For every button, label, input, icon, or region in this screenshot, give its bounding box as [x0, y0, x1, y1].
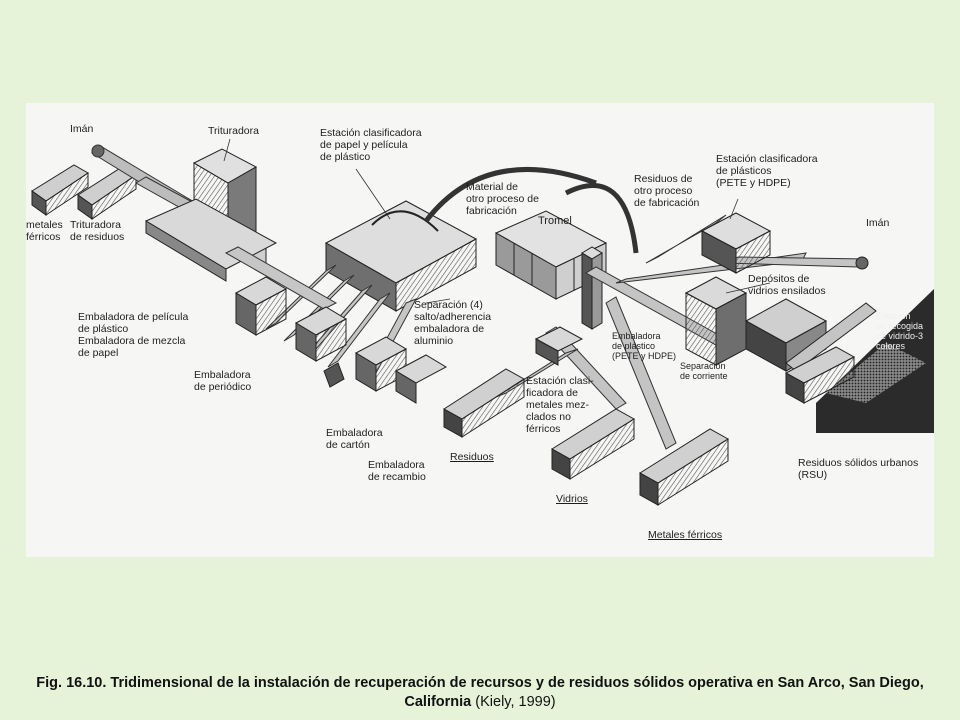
glass-collection-area: [816, 289, 934, 433]
label-estacion-recogida: Estación de recogida de vidrido-3 colore…: [876, 311, 924, 351]
label-separacion-salto: Separación (4) salto/adherencia embalado…: [414, 299, 492, 347]
plastics-sorting-station: [700, 212, 772, 274]
truck-left-2: [77, 166, 137, 220]
truck-residuos: [443, 368, 525, 438]
leader-lines: [223, 138, 771, 304]
label-embaladora-pelicula: Embaladora de película de plástico Embal…: [78, 311, 189, 359]
caption-main: Fig. 16.10. Tridimensional de la instala…: [36, 675, 924, 710]
plant-drawing: [31, 138, 934, 506]
truck-left-1: [31, 164, 89, 216]
label-material-otro-proceso: Material de otro proceso de fabricación: [466, 181, 539, 217]
label-embaladora-periodico: Embaladora de periódico: [194, 369, 252, 393]
overhead-conveyor: [424, 166, 639, 254]
label-tromel: Tromel: [538, 215, 572, 227]
label-residuos-rsu: Residuos sólidos urbanos (RSU): [798, 457, 919, 481]
truck-vidrios: [551, 408, 635, 480]
label-estacion-plasticos: Estación clasificadora de plásticos (PET…: [716, 153, 818, 189]
label-residuos: Residuos: [450, 451, 494, 463]
baler-group: [234, 276, 448, 404]
central-column: [581, 246, 603, 330]
truck-rsu: [784, 346, 856, 404]
label-metales-ferricos-bottom: Metales férricos: [648, 529, 723, 541]
label-embaladora-pete: Embaladora de plástico (PETE y HDPE): [612, 331, 677, 361]
label-iman-right: Imán: [866, 217, 890, 229]
label-trituradora-residuos: Trituradora de residuos: [70, 219, 125, 243]
label-iman-left: Imán: [70, 123, 94, 135]
metals-sorting-station: [534, 326, 584, 366]
label-residuos-otro-proceso: Residuos de otro proceso de fabricación: [634, 173, 700, 209]
caption-citation: (Kiely, 1999): [475, 694, 556, 710]
truck-metales: [639, 428, 729, 506]
figure-caption: Fig. 16.10. Tridimensional de la instala…: [10, 674, 950, 712]
label-estacion-metales: Estación clasi- ficadora de metales mez-…: [526, 375, 594, 435]
label-trituradora: Trituradora: [208, 125, 259, 137]
plant-illustration: Imán metales férricos Trituradora de res…: [26, 103, 934, 557]
label-vidrios: Vidrios: [556, 493, 588, 505]
magnet-right: [785, 256, 877, 372]
label-depositos-vidrios: Depósitos de vidrios ensilados: [748, 273, 826, 297]
paper-sorting-station: [324, 200, 478, 312]
label-metales-ferricos-left: metales férricos: [26, 219, 63, 243]
tromel-drum: [494, 210, 608, 300]
label-estacion-papel: Estación clasificadora de papel y pelícu…: [320, 127, 422, 163]
label-embaladora-carton: Embaladora de cartón: [326, 427, 383, 451]
shredder-tower: [144, 148, 278, 282]
label-embaladora-recambio: Embaladora de recambio: [368, 459, 426, 483]
label-separacion-corriente: Separación de corriente: [680, 361, 728, 381]
